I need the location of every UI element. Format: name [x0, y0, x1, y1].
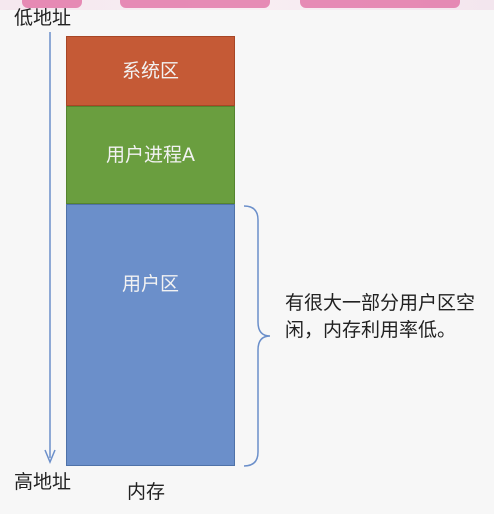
free-space-note: 有很大一部分用户区空闲，内存利用率低。 [285, 292, 476, 341]
high-address-label: 高地址 [14, 471, 72, 493]
address-direction-arrow [44, 32, 56, 464]
low-address-label: 低地址 [14, 7, 72, 29]
user-process-a-block: 用户进程A [66, 106, 235, 204]
user-process-a-label: 用户进程A [106, 144, 195, 166]
memory-label: 内存 [127, 481, 166, 503]
system-area-label: 系统区 [121, 60, 179, 82]
top-title-fragment [0, 0, 494, 10]
free-space-brace [243, 205, 271, 467]
system-area-block: 系统区 [66, 36, 235, 106]
user-area-label: 用户区 [121, 273, 179, 295]
user-area-block: 用户区 [66, 204, 235, 466]
